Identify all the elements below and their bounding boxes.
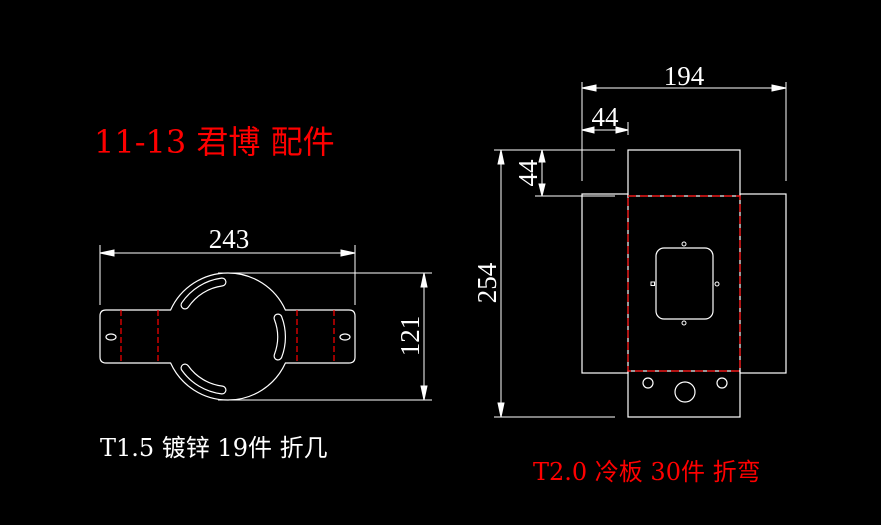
left-part-outline (99, 272, 356, 401)
hole-small (642, 377, 654, 389)
dim-254-label: 254 (472, 262, 502, 303)
small-holes (650, 241, 720, 326)
top-flap (627, 149, 741, 197)
dimension-243 (99, 245, 356, 305)
left-flap (581, 193, 629, 374)
dimension-121 (218, 272, 432, 401)
dim-194-label: 194 (664, 61, 705, 91)
right-part-caption: T2.0 冷板 30件 折弯 (533, 458, 761, 486)
bend-lines (120, 310, 335, 363)
right-flap (739, 193, 787, 374)
dim-44-horizontal-label: 44 (592, 102, 620, 132)
bend-outline (627, 195, 741, 372)
left-part (99, 245, 432, 401)
window-cutout (655, 247, 714, 320)
dim-121-label: 121 (395, 316, 425, 357)
hole-large (674, 381, 696, 403)
drawing-title: 11-13 君博 配件 (94, 123, 335, 161)
left-part-caption: T1.5 镀锌 19件 折几 (100, 434, 328, 462)
dimension-44-vertical (535, 149, 615, 197)
arc-slots (180, 277, 286, 395)
dim-44-vertical-label: 44 (513, 159, 543, 187)
right-part (494, 82, 787, 418)
dim-243-label: 243 (209, 224, 250, 254)
dimension-44-horizontal (581, 122, 629, 135)
hole-small (716, 377, 728, 389)
mounting-hole (105, 333, 117, 341)
dimension-254 (494, 149, 615, 418)
mounting-hole (339, 333, 351, 341)
dimension-194 (581, 82, 787, 181)
